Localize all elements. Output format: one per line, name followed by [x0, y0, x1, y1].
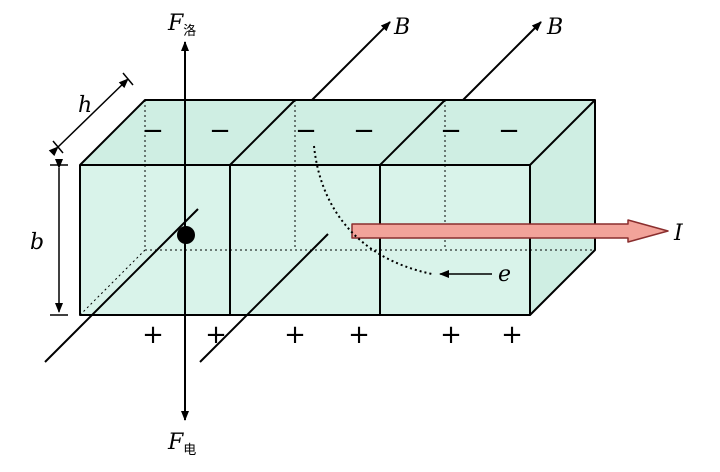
top-charges: − − − − − − — [142, 116, 520, 146]
box-outline — [79, 99, 596, 316]
current-label: I — [673, 221, 684, 246]
minus-sign: − — [440, 116, 462, 146]
plus-sign: + — [284, 320, 306, 350]
slab-dividers — [229, 99, 446, 315]
b-field-label: B — [393, 15, 410, 40]
box-front-face — [80, 165, 530, 315]
electron-label: e — [498, 262, 511, 287]
minus-sign: − — [142, 116, 164, 146]
lorentz-force-label: F洛 — [167, 11, 196, 39]
minus-sign: − — [498, 116, 520, 146]
plus-sign: + — [440, 320, 462, 350]
electric-force-label: F电 — [167, 430, 196, 458]
b-field-lines — [44, 21, 542, 363]
plus-sign: + — [142, 320, 164, 350]
hidden-edges — [79, 100, 595, 316]
box-right-face — [530, 100, 595, 315]
minus-sign: − — [209, 116, 231, 146]
width-dimension — [50, 159, 68, 316]
box-top-face — [80, 100, 595, 165]
watermark: 知乎 @张浩驰 — [566, 427, 680, 448]
width-label: b — [30, 230, 44, 255]
b-field-label-2: B — [546, 15, 563, 40]
plus-sign: + — [348, 320, 370, 350]
current-arrow — [351, 219, 669, 243]
height-dimension — [48, 72, 134, 157]
electron-path — [313, 145, 433, 275]
plus-sign: + — [205, 320, 227, 350]
bottom-charges: + + + + + + — [142, 320, 523, 350]
minus-sign: − — [353, 116, 375, 146]
charge-dot — [177, 226, 195, 244]
minus-sign: − — [295, 116, 317, 146]
plus-sign: + — [501, 320, 523, 350]
height-label: h — [78, 93, 92, 118]
